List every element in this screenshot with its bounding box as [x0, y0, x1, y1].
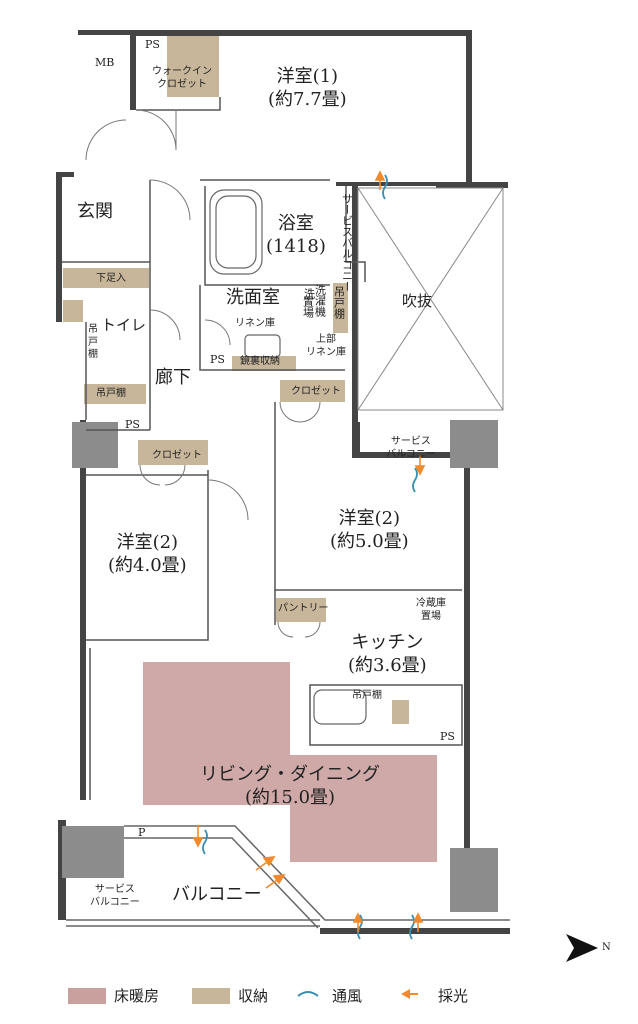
hallway-label: 廊下 — [155, 367, 191, 388]
floor-heating-swatch — [68, 987, 106, 1004]
genkan-label: 玄関 — [77, 201, 113, 222]
doors — [85, 109, 321, 638]
mb-label: MB — [95, 56, 115, 69]
void-cross — [357, 187, 504, 411]
living-dining-label: リビング・ダイニング(約15.0畳) — [200, 764, 380, 808]
ps-wash-label: PS — [210, 353, 225, 366]
ps-left-label: PS — [125, 418, 140, 431]
washer-place-label-2: 置場 — [301, 296, 315, 318]
washer-place-label: 洗濯機 — [313, 284, 327, 317]
legend-ventilation: 通風 — [332, 987, 363, 1005]
mirror-storage-label: 鏡裏収納 — [240, 356, 280, 367]
legend-storage: 収納 — [192, 985, 268, 1006]
closet-left-label: クロゼット — [152, 450, 202, 461]
daylight-arrows — [192, 170, 426, 932]
pantry-label: パントリー — [278, 603, 329, 614]
upper-linen-label: 上部リネン庫 — [306, 334, 346, 358]
bath-label: 浴室(1418) — [266, 213, 326, 257]
ventilation-legend-icon — [297, 991, 319, 997]
storage-swatch — [192, 987, 230, 1004]
compass-north-label: N — [602, 942, 611, 953]
washroom-label: 洗面室 — [226, 287, 280, 308]
service-balcony-bottom-label: サービスバルコニー — [90, 884, 140, 908]
ps-top-label: PS — [145, 38, 160, 51]
washer-label: 洗 — [302, 288, 316, 299]
legend-daylight: 採光 — [438, 987, 469, 1005]
compass-icon — [566, 934, 598, 962]
walk-in-closet-label: ウォークインクロゼット — [152, 66, 212, 90]
p-label: P — [138, 826, 146, 839]
toilet-label: トイレ — [101, 316, 147, 334]
columns — [62, 420, 498, 912]
closet-mid-label: クロゼット — [291, 386, 341, 397]
linen-label: リネン庫 — [235, 318, 275, 329]
floor-heating-area — [143, 662, 437, 862]
kitchen-shelf-label: 吊戸棚 — [352, 690, 382, 701]
fixtures — [209, 189, 367, 725]
service-balcony-top-label: サービスバルコニー — [340, 193, 354, 292]
wash-shelf-label: 吊戸棚 — [332, 286, 346, 319]
western-room-2-right-label: 洋室(2)(約5.0畳) — [330, 508, 409, 552]
kitchen-label: キッチン(約3.6畳) — [348, 632, 427, 676]
balcony-label: バルコニー — [172, 884, 262, 905]
shoe-storage-label: 下足入 — [96, 273, 126, 284]
western-room-1-label: 洋室(1)(約7.7畳) — [268, 66, 347, 110]
fridge-label: 冷蔵庫置場 — [416, 598, 446, 622]
toilet-shelf-label: 吊戸棚 — [88, 324, 98, 360]
service-balcony-mid-label: サービスバルコニー — [386, 436, 436, 460]
balcony-outline — [66, 825, 510, 929]
hanging-shelf-label: 吊戸棚 — [96, 388, 126, 399]
western-room-2-left-label: 洋室(2)(約4.0畳) — [108, 532, 187, 576]
partitions — [62, 97, 463, 800]
ps-kitchen-label: PS — [440, 730, 455, 743]
legend-floor-heating: 床暖房 — [68, 985, 159, 1006]
storage-areas — [63, 35, 409, 724]
daylight-legend-icon — [401, 989, 418, 999]
ventilation-marks — [202, 174, 418, 940]
walls — [56, 30, 510, 934]
fukinuke-label: 吹抜 — [402, 292, 433, 310]
